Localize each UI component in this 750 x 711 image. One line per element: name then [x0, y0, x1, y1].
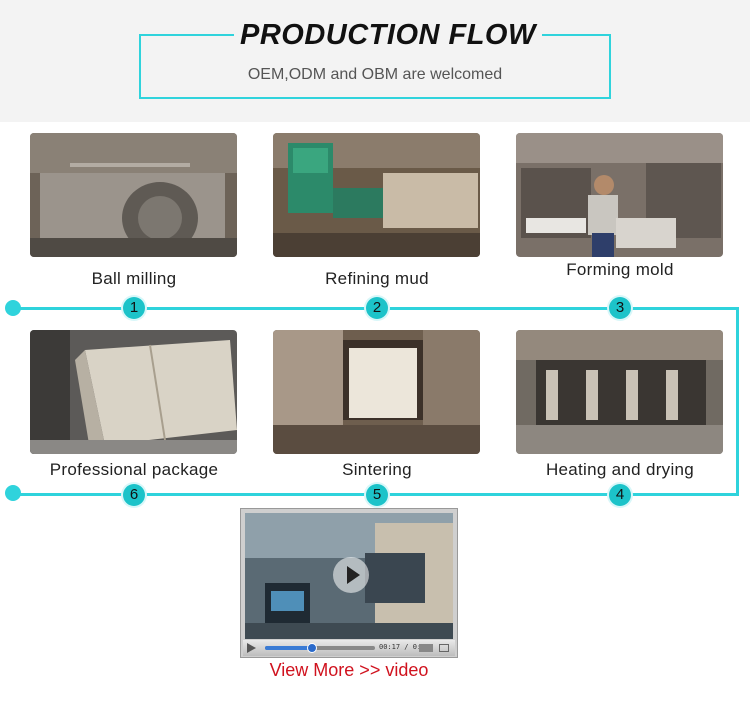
view-more-video-link[interactable]: View More >> video: [269, 660, 429, 680]
fullscreen-icon[interactable]: [439, 644, 449, 652]
step-badge-6: 6: [123, 484, 145, 506]
step-label-5: Sintering: [342, 460, 412, 479]
photo-forming-mold: [516, 133, 723, 257]
video-progress-bar[interactable]: [265, 643, 375, 653]
step-badge-3: 3: [609, 297, 631, 319]
photo-professional-package: [30, 330, 237, 454]
page-title: PRODUCTION FLOW: [234, 18, 542, 52]
step-label-3: Forming mold: [566, 260, 674, 279]
step-label-1: Ball milling: [91, 269, 177, 288]
video-time: 00:17 / 0:3+: [379, 643, 430, 651]
video-progress-handle[interactable]: [307, 643, 317, 653]
step-badge-5: 5: [366, 484, 388, 506]
volume-icon[interactable]: [419, 644, 433, 652]
play-icon[interactable]: [333, 557, 369, 593]
step-label-4: Heating and drying: [545, 460, 695, 479]
step-label-2: Refining mud: [325, 269, 429, 288]
step-badge-2: 2: [366, 297, 388, 319]
video-controls: 00:17 / 0:3+: [243, 640, 455, 656]
photo-ball-milling: [30, 133, 237, 257]
control-play-icon[interactable]: [247, 643, 256, 653]
photo-sintering: [273, 330, 480, 454]
photo-refining-mud: [273, 133, 480, 257]
step-label-6: Professional package: [49, 460, 219, 479]
step-badge-1: 1: [123, 297, 145, 319]
video-progress-fill: [265, 646, 310, 650]
page-subtitle: OEM,ODM and OBM are welcomed: [247, 66, 503, 83]
photo-heating-drying: [516, 330, 723, 454]
video-thumbnail[interactable]: [245, 513, 453, 639]
step-badge-4: 4: [609, 484, 631, 506]
video-player[interactable]: 00:17 / 0:3+: [240, 508, 458, 658]
flow-line-right: [736, 307, 739, 495]
